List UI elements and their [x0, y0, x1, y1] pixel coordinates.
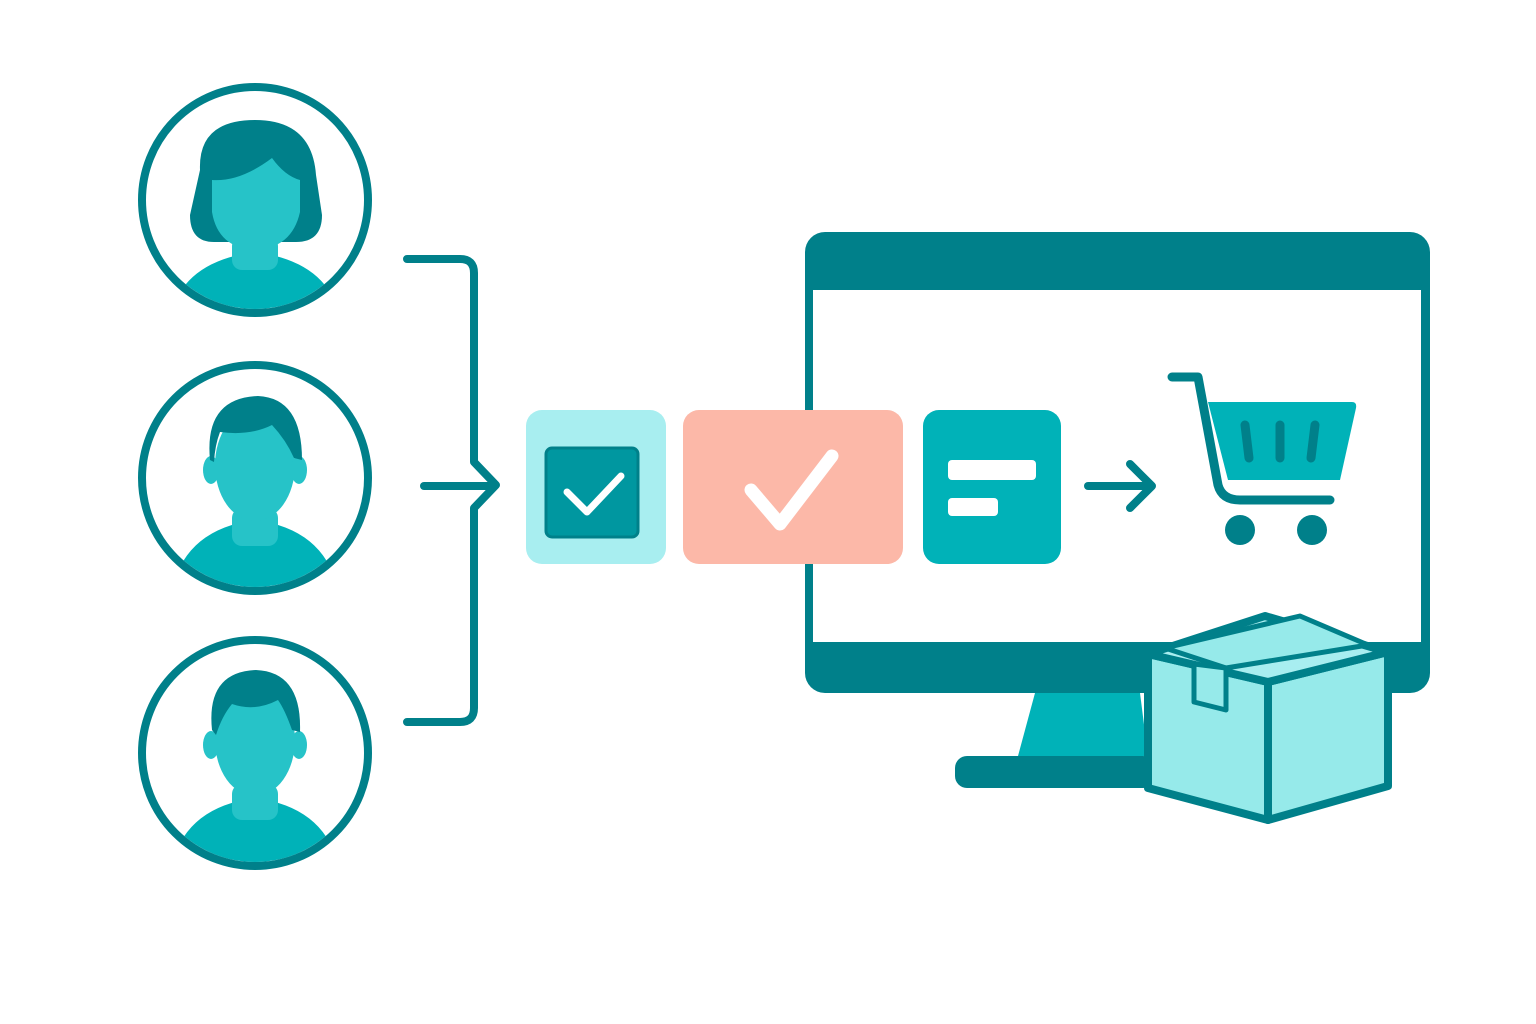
form-field-bar	[948, 460, 1036, 480]
shopping-cart-icon	[1167, 372, 1357, 545]
arrow-right-icon	[1084, 460, 1156, 512]
man-avatar-icon	[138, 361, 372, 595]
form-step-tile	[923, 410, 1061, 564]
bracket-connector	[403, 255, 500, 726]
form-field-bar	[948, 498, 998, 516]
man-avatar-icon	[138, 636, 372, 870]
cart-wheel	[1225, 515, 1255, 545]
checkmark-icon	[744, 449, 839, 531]
cart-wheel	[1297, 515, 1327, 545]
checkbox-step-tile	[526, 410, 666, 564]
checkbox-icon	[544, 446, 640, 539]
approved-step-tile	[683, 410, 903, 564]
package-box-icon	[1144, 612, 1392, 824]
monitor-icon	[805, 232, 1430, 788]
woman-avatar-icon	[138, 83, 372, 317]
